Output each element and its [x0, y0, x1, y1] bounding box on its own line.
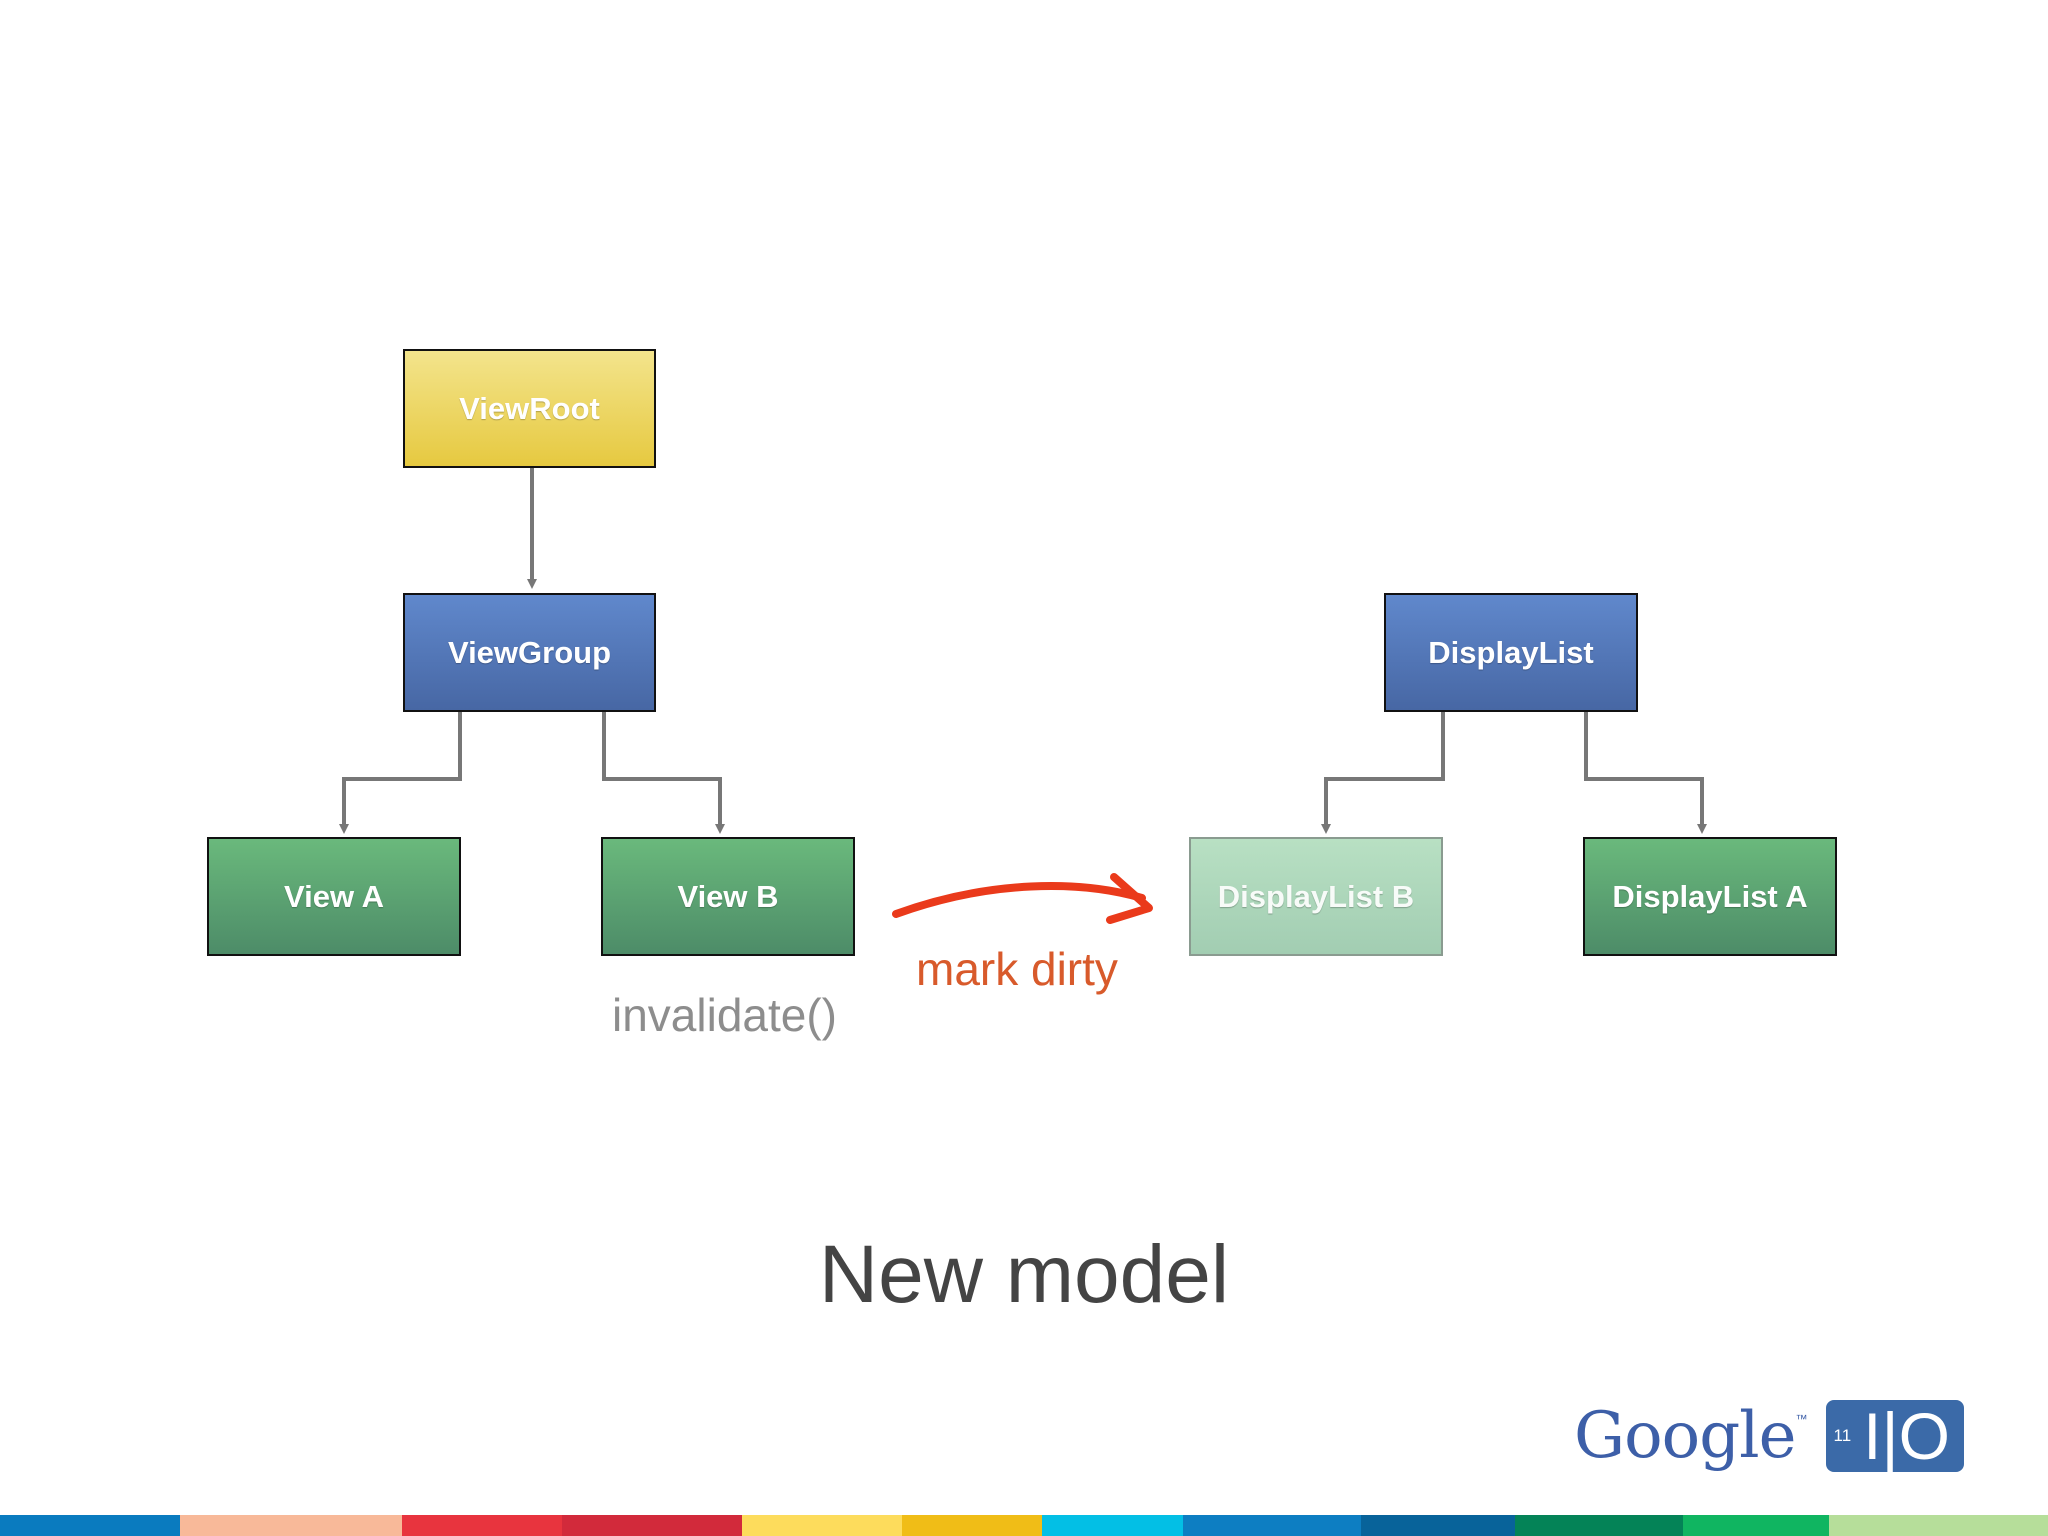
invalidate-annotation: invalidate()	[612, 989, 837, 1041]
connector-displaylist-dla	[1584, 712, 1707, 834]
node-displaylist: DisplayList	[1384, 593, 1638, 712]
connector-viewgroup-viewa	[339, 712, 462, 834]
io-badge: 11 I|O	[1825, 1399, 1964, 1473]
color-bar-segment	[902, 1515, 1042, 1536]
connector-viewgroup-viewb	[602, 712, 725, 834]
slide-title: New model	[818, 1229, 1230, 1320]
node-viewgroup: ViewGroup	[403, 593, 656, 712]
color-bar-segment	[0, 1515, 180, 1536]
mark-dirty-arrow	[892, 873, 1153, 924]
connector-displaylist-dlb	[1321, 712, 1445, 834]
color-bar-segment	[1683, 1515, 1829, 1536]
node-displaylist-a: DisplayList A	[1583, 837, 1837, 956]
color-bar-segment	[1361, 1515, 1515, 1536]
node-viewroot: ViewRoot	[403, 349, 656, 468]
color-bar-segment	[1829, 1515, 2048, 1536]
mark-dirty-annotation: mark dirty	[916, 943, 1118, 995]
color-bar-segment	[1042, 1515, 1183, 1536]
logo-wordmark: Google	[1574, 1399, 1796, 1473]
node-view-b: View B	[601, 837, 855, 956]
color-bar-segment	[562, 1515, 742, 1536]
node-displaylist-b: DisplayList B	[1189, 837, 1443, 956]
color-bar-segment	[1515, 1515, 1683, 1536]
node-view-a: View A	[207, 837, 461, 956]
color-bar-segment	[742, 1515, 902, 1536]
color-bar-segment	[180, 1515, 402, 1536]
io-badge-number: 11	[1833, 1426, 1852, 1445]
io-badge-text: I|O	[1863, 1399, 1950, 1473]
logo-trademark: ™	[1795, 1412, 1808, 1426]
color-bar-segment	[402, 1515, 562, 1536]
color-bar-segment	[1183, 1515, 1361, 1536]
bottom-color-bar	[0, 1515, 2048, 1536]
google-io-logo: Google ™ 11 I|O	[1574, 1398, 1964, 1474]
